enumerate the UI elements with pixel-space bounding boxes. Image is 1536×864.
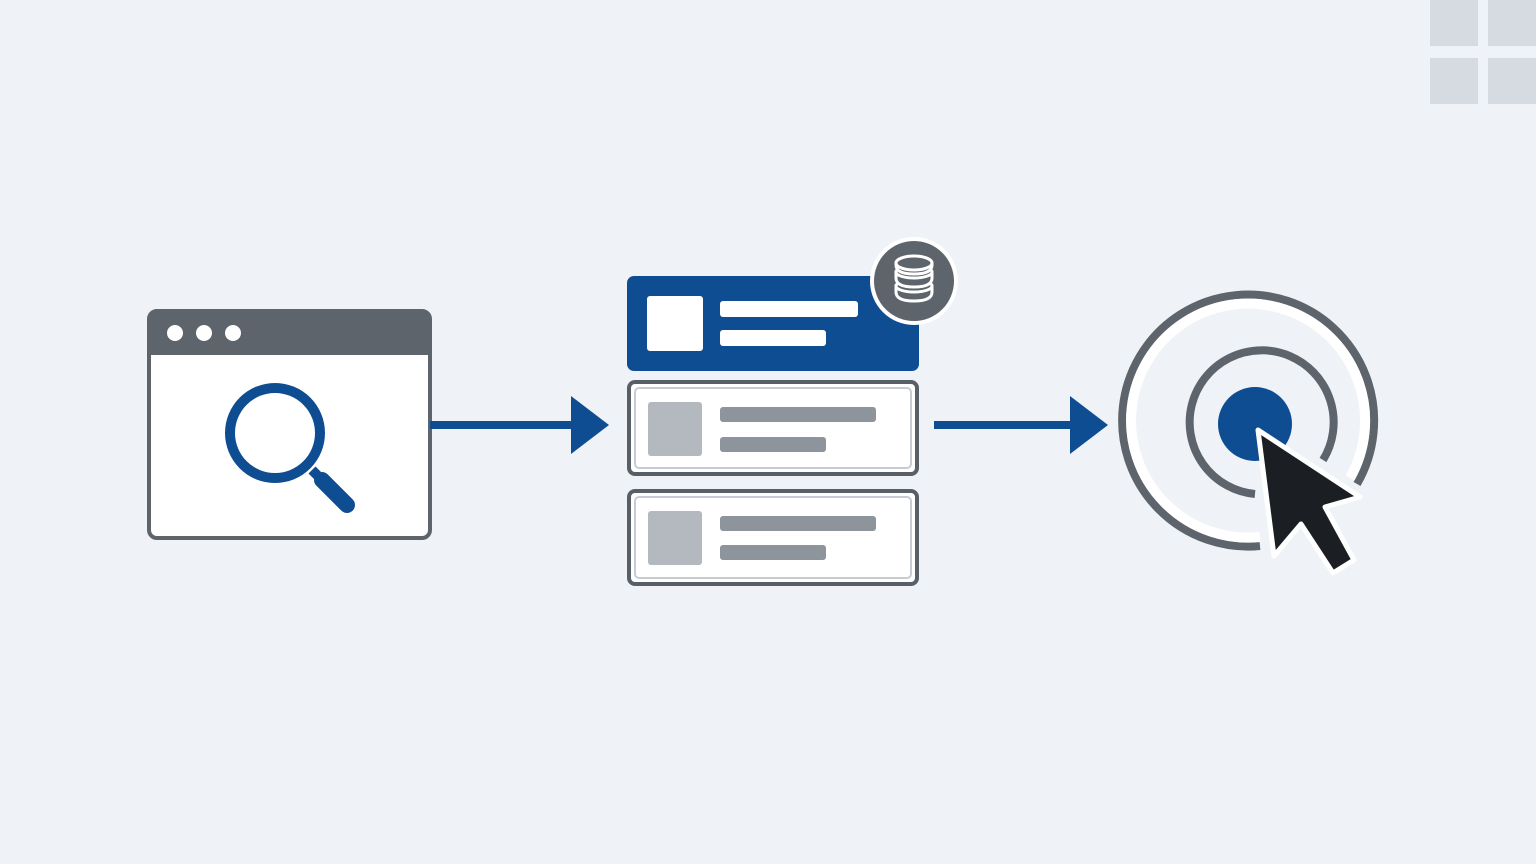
mouse-cursor-icon: [1255, 427, 1363, 576]
database-icon: [870, 237, 958, 325]
result-thumbnail: [648, 511, 702, 565]
grid-tile-top-left: [1430, 0, 1478, 46]
result-title-line: [720, 301, 858, 317]
right-arrow-icon: [934, 396, 1108, 454]
results-list-icon: [627, 237, 958, 586]
result-thumbnail: [647, 296, 703, 351]
right-arrow-icon: [430, 396, 609, 454]
result-item-highlighted: [627, 276, 919, 371]
result-subtitle-line: [720, 437, 826, 452]
browser-window-icon: [147, 309, 432, 540]
window-dot-2: [196, 325, 212, 341]
grid-tile-top-right: [1488, 0, 1536, 46]
result-subtitle-line: [720, 330, 826, 346]
result-title-line: [720, 407, 876, 422]
window-dot-3: [225, 325, 241, 341]
grid-tile-bottom-left: [1430, 58, 1478, 104]
magnifying-glass-icon: [225, 383, 355, 513]
result-thumbnail: [648, 402, 702, 456]
result-subtitle-line: [720, 545, 826, 560]
grid-tile-bottom-right: [1488, 58, 1536, 104]
window-dot-1: [167, 325, 183, 341]
result-title-line: [720, 516, 876, 531]
result-item: [627, 380, 919, 476]
target-icon: [1118, 290, 1379, 551]
result-item: [627, 489, 919, 586]
browser-title-bar: [149, 311, 430, 355]
